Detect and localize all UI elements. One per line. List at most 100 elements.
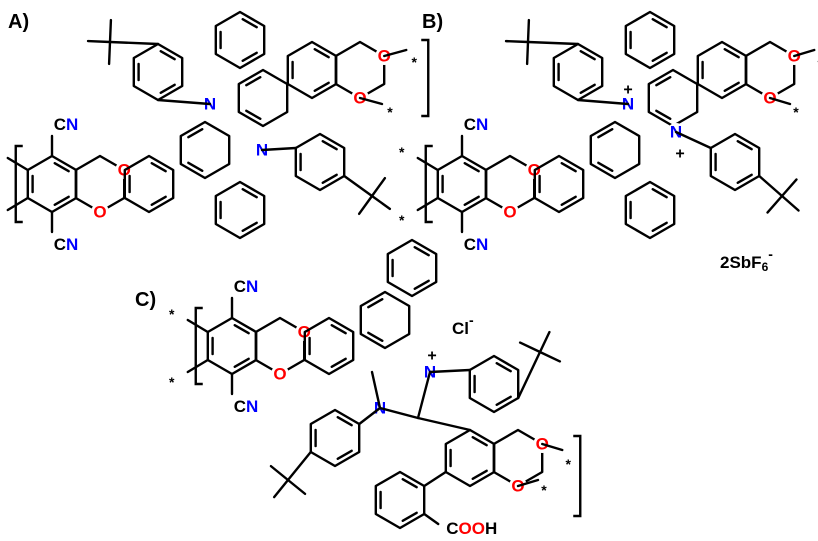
double-bond (241, 221, 258, 232)
ring-bond (179, 120, 231, 180)
positive-charge: + (675, 146, 684, 163)
bond (6, 156, 29, 172)
cooh-o: O (472, 519, 485, 538)
double-bond (313, 81, 330, 92)
positive-charge: + (623, 82, 632, 99)
cyano-label: CN (234, 397, 259, 416)
double-bond (560, 162, 577, 173)
ring-bond (647, 68, 699, 128)
ring-bond (237, 68, 289, 128)
cyano-c: C (234, 397, 246, 416)
bond (780, 178, 798, 198)
double-bond (495, 362, 512, 373)
ring-bond (444, 428, 496, 488)
bond (108, 40, 160, 46)
panel-label-a: A) (8, 11, 29, 33)
double-bond (53, 162, 70, 173)
polymer-bracket (14, 144, 23, 224)
bond (370, 176, 387, 198)
polymer-bracket (424, 144, 433, 224)
positive-charge: + (427, 348, 436, 365)
bond (358, 406, 382, 426)
double-bond (367, 298, 384, 309)
double-bond (53, 195, 70, 206)
double-bond (413, 246, 430, 257)
counter-ion-b-charge: - (768, 246, 773, 262)
double-bond (233, 324, 250, 335)
double-bond (401, 478, 418, 489)
ring-bond (206, 316, 258, 376)
double-bond (651, 18, 668, 29)
double-bond (321, 140, 338, 151)
ring-bond (294, 132, 346, 192)
bond (423, 470, 447, 488)
bond (107, 40, 112, 66)
polymer-end-star: * (412, 54, 418, 70)
bond (538, 330, 551, 354)
counter-ion-b-subscript: 6 (762, 260, 769, 274)
bond (758, 174, 784, 198)
cyano-c: C (54, 235, 66, 254)
bond (357, 194, 374, 216)
double-bond (150, 195, 167, 206)
bond (416, 156, 439, 172)
cyano-c: C (464, 235, 476, 254)
ring-bond (359, 290, 411, 350)
double-bond (187, 161, 204, 172)
bond (516, 478, 540, 488)
ring-bond (386, 238, 438, 298)
polymer-bracket (573, 434, 582, 518)
bond (286, 478, 307, 496)
polymer-end-star: * (399, 144, 405, 160)
bond (272, 478, 290, 499)
bond (156, 98, 212, 106)
double-bond (159, 83, 176, 94)
bond (370, 194, 392, 211)
ring-bond (624, 10, 676, 70)
cyano-label: CN (464, 115, 489, 134)
double-bond (150, 162, 167, 173)
cyano-n: N (246, 397, 258, 416)
double-bond (471, 436, 488, 447)
double-bond (330, 357, 347, 368)
double-bond (655, 109, 672, 120)
double-bond (241, 18, 258, 29)
cooh-h: H (485, 519, 497, 538)
double-bond (723, 81, 740, 92)
double-bond (736, 140, 753, 151)
bond (260, 146, 297, 152)
bond (766, 194, 784, 214)
bond (383, 48, 408, 58)
bond (416, 416, 472, 432)
double-bond (245, 109, 262, 120)
counter-ion-b-base: 2SbF (720, 253, 762, 272)
cyano-n: N (66, 235, 78, 254)
bond (186, 318, 209, 334)
oxygen-atom-bg (271, 365, 289, 383)
counter-ion-c-base: Cl (452, 319, 469, 338)
double-bond (241, 51, 258, 62)
polymer-end-star: * (169, 306, 175, 322)
bond (428, 368, 471, 374)
double-bond (723, 48, 740, 59)
bond (423, 512, 440, 526)
oxygen-atom: O (503, 203, 516, 222)
double-bond (413, 279, 430, 290)
polymer-end-star: * (387, 104, 393, 120)
bond (780, 194, 800, 212)
bond (576, 98, 630, 106)
counter-ion-c-charge: - (469, 312, 474, 328)
double-bond (336, 449, 353, 460)
svg-text:2SbF6-: 2SbF6- (720, 246, 773, 274)
polymer-bracket (421, 38, 430, 118)
bond (518, 341, 542, 354)
double-bond (651, 221, 668, 232)
cyano-c: C (234, 277, 246, 296)
ring-bond (303, 316, 355, 376)
bond (6, 196, 29, 212)
double-bond (651, 188, 668, 199)
double-bond (187, 127, 204, 139)
ring-bond (309, 408, 361, 468)
ring-bond (468, 354, 520, 414)
